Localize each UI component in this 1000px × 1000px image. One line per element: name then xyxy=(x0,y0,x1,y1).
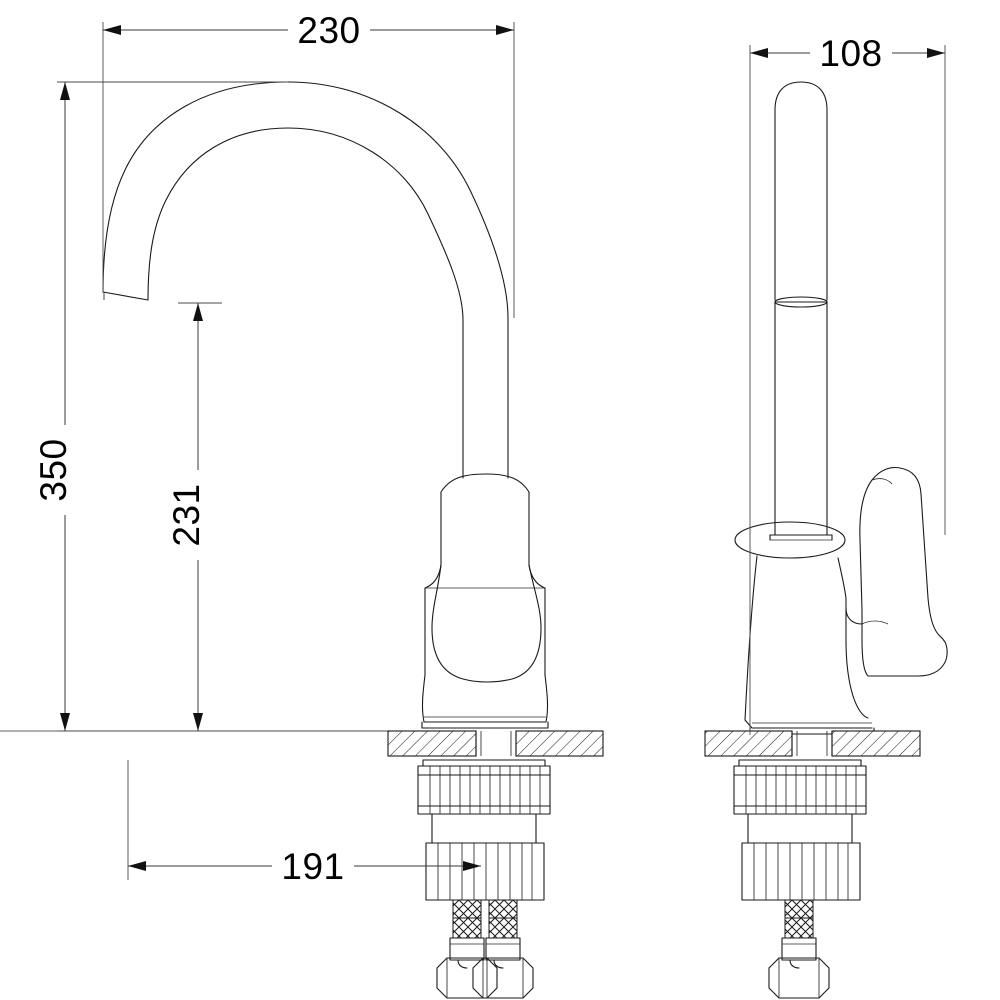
mounting-nut xyxy=(417,765,551,815)
dimension-spout-outlet-height xyxy=(177,302,222,731)
lock-nut xyxy=(425,842,545,901)
dimension-handle-depth xyxy=(749,32,946,735)
dimension-spout-reach xyxy=(102,9,515,318)
lever-handle xyxy=(859,466,948,677)
braided-supply-hose-side xyxy=(768,899,830,999)
countertop-section-side xyxy=(704,730,921,757)
dimension-label-handle-depth: 108 xyxy=(819,33,882,74)
shank xyxy=(431,813,537,844)
dimension-total-height xyxy=(44,81,388,732)
gooseneck-spout xyxy=(102,81,509,479)
gooseneck-spout-side xyxy=(774,81,828,536)
front-view xyxy=(0,81,604,999)
lock-nut-side xyxy=(741,842,861,901)
washer-plate-side xyxy=(738,759,862,767)
dimension-label-total-height: 350 xyxy=(33,438,74,501)
washer-plate xyxy=(422,759,546,767)
dimension-hose-projection xyxy=(127,760,481,887)
dimension-label-hose-projection: 191 xyxy=(281,846,344,887)
side-view xyxy=(704,81,948,999)
dimension-label-spout-reach: 230 xyxy=(297,10,360,51)
faucet-body-side xyxy=(734,521,875,735)
mounting-nut-side xyxy=(733,765,867,815)
countertop-section xyxy=(0,730,604,757)
braided-supply-hoses xyxy=(436,899,534,999)
dimension-label-spout-outlet-height: 231 xyxy=(166,483,207,546)
shank-side xyxy=(747,813,853,844)
faucet-body xyxy=(421,473,549,729)
